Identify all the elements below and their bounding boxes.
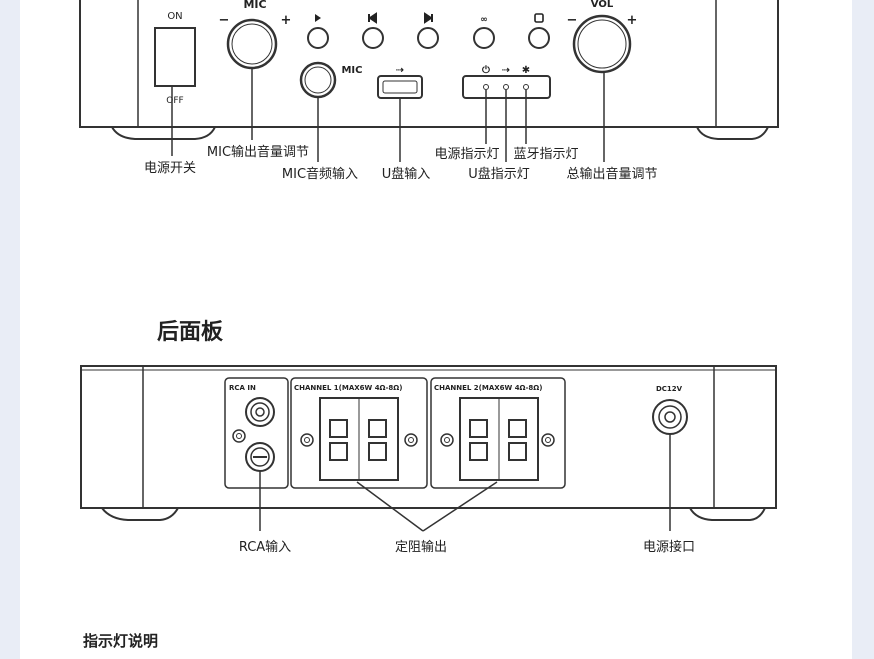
rear-panel — [80, 365, 777, 521]
bluetooth-icon: ✱ — [522, 65, 530, 76]
power-switch[interactable] — [154, 27, 196, 87]
rca-jack-left[interactable] — [245, 397, 275, 427]
callout-speaker-out: 定阻输出 — [395, 539, 447, 555]
front-panel — [79, 0, 779, 140]
repeat-icon: ∞ — [480, 15, 488, 25]
vol-plus: + — [627, 13, 638, 28]
channel1-label: CHANNEL 1(MAX6W 4Ω-8Ω) — [294, 384, 402, 392]
mic-volume-knob[interactable] — [226, 18, 278, 70]
power-led — [483, 84, 489, 90]
dc-power-jack[interactable] — [652, 399, 688, 435]
rca-panel — [224, 377, 289, 489]
mic-jack-label: MIC — [341, 65, 362, 76]
vol-minus: − — [567, 13, 578, 28]
callout-power-port: 电源接口 — [643, 539, 695, 555]
vol-label: VOL — [591, 0, 614, 10]
callout-rca-input: RCA输入 — [239, 539, 291, 555]
bt-led — [523, 84, 529, 90]
callout-power-led: 电源指示灯 — [434, 147, 499, 162]
mode-button[interactable] — [528, 27, 550, 49]
on-label: ON — [167, 11, 182, 22]
rear-right-foot — [689, 507, 766, 521]
callout-usb-input: U盘输入 — [382, 166, 431, 182]
mode-icon — [534, 13, 544, 23]
mic-minus: − — [219, 13, 230, 28]
mic-plus: + — [281, 13, 292, 28]
play-icon — [315, 14, 321, 22]
rca-screw — [232, 429, 246, 443]
callout-mic-volume: MIC输出音量调节 — [207, 144, 309, 160]
rear-leader-lines — [259, 434, 671, 532]
mic-knob-label: MIC — [243, 0, 266, 11]
mic-input-jack[interactable] — [299, 61, 337, 99]
usb-port[interactable] — [377, 75, 423, 99]
dc-label: DC12V — [656, 385, 683, 393]
prev-icon — [368, 12, 377, 24]
next-button[interactable] — [417, 27, 439, 49]
usb-icon: ⇢ — [396, 65, 404, 76]
next-icon — [424, 12, 433, 24]
channel2-panel — [430, 377, 566, 489]
usb-led-icon: ⇢ — [502, 65, 510, 76]
button-icons: ∞ ⇢ ⏻ ⇢ ✱ — [315, 12, 544, 76]
callout-bt-led: 蓝牙指示灯 — [513, 147, 578, 162]
channel2-label: CHANNEL 2(MAX6W 4Ω-8Ω) — [434, 384, 542, 392]
front-left-foot — [111, 126, 216, 140]
repeat-button[interactable] — [473, 27, 495, 49]
rca-in-label: RCA IN — [229, 384, 256, 392]
indicator-section-title: 指示灯说明 — [83, 632, 159, 650]
usb-led — [503, 84, 509, 90]
prev-button[interactable] — [362, 27, 384, 49]
channel1-panel — [290, 377, 428, 489]
master-volume-knob[interactable] — [572, 14, 632, 74]
manual-sheet — [20, 0, 852, 659]
callout-usb-led: U盘指示灯 — [468, 166, 530, 182]
callout-power-switch: 电源开关 — [144, 161, 196, 176]
off-label: OFF — [166, 96, 183, 106]
power-icon: ⏻ — [482, 64, 490, 76]
rear-panel-title: 后面板 — [157, 320, 224, 345]
front-right-foot — [696, 126, 769, 140]
front-leader-lines — [171, 68, 605, 162]
rear-left-foot — [101, 507, 179, 521]
play-pause-button[interactable] — [307, 27, 329, 49]
callout-master-volume: 总输出音量调节 — [566, 166, 657, 182]
callout-mic-input: MIC音频输入 — [282, 166, 358, 182]
